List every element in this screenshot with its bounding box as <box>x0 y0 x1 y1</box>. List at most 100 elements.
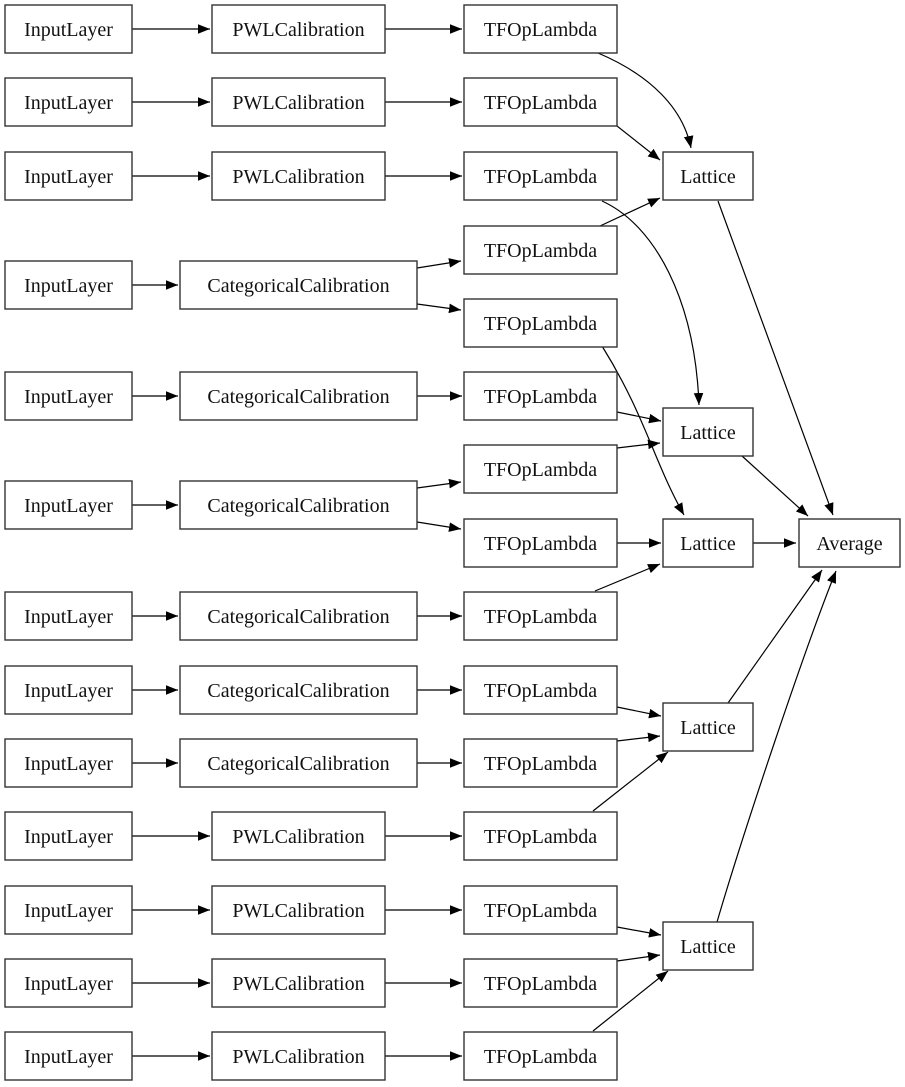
node-box <box>463 591 618 641</box>
node-tfoplambda-tfop10: TFOpLambda <box>463 665 618 715</box>
node-label: PWLCalibration <box>232 900 364 922</box>
node-box <box>4 591 133 641</box>
node-lattice-lattice4: Lattice <box>662 702 754 752</box>
node-box <box>4 665 133 715</box>
node-box <box>211 77 386 127</box>
node-label: Lattice <box>680 422 736 444</box>
node-inputlayer-input11: InputLayer <box>4 885 133 935</box>
node-inputlayer-input10: InputLayer <box>4 811 133 861</box>
node-label: TFOpLambda <box>484 313 597 335</box>
node-label: TFOpLambda <box>484 166 597 188</box>
node-box <box>211 958 386 1008</box>
edge-lattice1-to-average <box>717 200 834 516</box>
node-box <box>463 885 618 935</box>
node-pwlcalibration-pwl1: PWLCalibration <box>211 4 386 54</box>
node-box <box>4 260 133 310</box>
node-box <box>179 591 418 641</box>
node-box <box>211 4 386 54</box>
node-box <box>211 811 386 861</box>
node-label: InputLayer <box>24 386 113 408</box>
edge-tfop4-to-lattice1 <box>599 197 661 227</box>
node-box <box>179 480 418 530</box>
edge-tfop1-to-lattice1 <box>597 52 694 149</box>
node-label: Lattice <box>680 717 736 739</box>
node-inputlayer-input1: InputLayer <box>4 4 133 54</box>
edge-catcal3-to-tfop8 <box>416 521 462 532</box>
node-box <box>798 518 901 568</box>
node-box <box>463 518 618 568</box>
edge-tfop7-to-lattice2 <box>616 439 661 450</box>
node-tfoplambda-tfop12: TFOpLambda <box>463 811 618 861</box>
node-categoricalcalibration-catcal4: CategoricalCalibration <box>179 591 418 641</box>
edge-tfop11-to-lattice4 <box>616 732 661 743</box>
node-label: Lattice <box>680 936 736 958</box>
node-tfoplambda-tfop2: TFOpLambda <box>463 77 618 127</box>
node-inputlayer-input8: InputLayer <box>4 665 133 715</box>
node-label: InputLayer <box>24 753 113 775</box>
node-label: InputLayer <box>24 19 113 41</box>
node-label: CategoricalCalibration <box>207 680 389 702</box>
node-lattice-lattice3: Lattice <box>662 518 754 568</box>
node-box <box>662 407 754 457</box>
node-tfoplambda-tfop8: TFOpLambda <box>463 518 618 568</box>
edge-lattice4-to-average <box>727 569 823 704</box>
edge-lattice2-to-average <box>741 455 809 517</box>
node-box <box>662 518 754 568</box>
node-box <box>211 885 386 935</box>
node-box <box>662 151 754 201</box>
node-label: TFOpLambda <box>484 386 597 408</box>
node-label: InputLayer <box>24 680 113 702</box>
node-label: Average <box>816 533 882 555</box>
node-label: InputLayer <box>24 275 113 297</box>
node-label: PWLCalibration <box>232 166 364 188</box>
node-label: TFOpLambda <box>484 826 597 848</box>
node-inputlayer-input6: InputLayer <box>4 480 133 530</box>
node-box <box>4 958 133 1008</box>
node-tfoplambda-tfop5: TFOpLambda <box>463 298 618 348</box>
node-label: TFOpLambda <box>484 19 597 41</box>
node-box <box>4 1031 133 1081</box>
node-box <box>463 665 618 715</box>
node-categoricalcalibration-catcal3: CategoricalCalibration <box>179 480 418 530</box>
node-box <box>463 4 618 54</box>
node-tfoplambda-tfop6: TFOpLambda <box>463 371 618 421</box>
node-label: CategoricalCalibration <box>207 606 389 628</box>
node-categoricalcalibration-catcal5: CategoricalCalibration <box>179 665 418 715</box>
node-label: TFOpLambda <box>484 900 597 922</box>
node-label: TFOpLambda <box>484 459 597 481</box>
node-inputlayer-input13: InputLayer <box>4 1031 133 1081</box>
node-box <box>662 702 754 752</box>
node-box <box>211 151 386 201</box>
edge-tfop2-to-lattice1 <box>616 125 661 161</box>
edge-tfop15-to-lattice5 <box>592 970 669 1032</box>
node-label: TFOpLambda <box>484 533 597 555</box>
node-pwlcalibration-pwl6: PWLCalibration <box>211 958 386 1008</box>
node-label: TFOpLambda <box>484 606 597 628</box>
node-categoricalcalibration-catcal6: CategoricalCalibration <box>179 738 418 788</box>
node-tfoplambda-tfop13: TFOpLambda <box>463 885 618 935</box>
node-label: PWLCalibration <box>232 19 364 41</box>
node-label: Lattice <box>680 166 736 188</box>
node-pwlcalibration-pwl3: PWLCalibration <box>211 151 386 201</box>
edge-catcal3-to-tfop7 <box>416 478 462 489</box>
node-label: InputLayer <box>24 495 113 517</box>
node-box <box>4 4 133 54</box>
node-box <box>463 958 618 1008</box>
edge-catcal1-to-tfop4 <box>416 258 462 269</box>
node-inputlayer-input2: InputLayer <box>4 77 133 127</box>
node-tfoplambda-tfop9: TFOpLambda <box>463 591 618 641</box>
node-label: PWLCalibration <box>232 1046 364 1068</box>
node-pwlcalibration-pwl5: PWLCalibration <box>211 885 386 935</box>
edges-layer <box>132 24 837 1061</box>
node-label: PWLCalibration <box>232 826 364 848</box>
node-label: InputLayer <box>24 606 113 628</box>
node-inputlayer-input9: InputLayer <box>4 738 133 788</box>
edge-catcal1-to-tfop5 <box>416 303 462 314</box>
node-box <box>463 444 618 494</box>
node-box <box>463 151 618 201</box>
node-box <box>463 298 618 348</box>
node-inputlayer-input12: InputLayer <box>4 958 133 1008</box>
node-categoricalcalibration-catcal1: CategoricalCalibration <box>179 260 418 310</box>
node-label: InputLayer <box>24 1046 113 1068</box>
node-label: PWLCalibration <box>232 92 364 114</box>
